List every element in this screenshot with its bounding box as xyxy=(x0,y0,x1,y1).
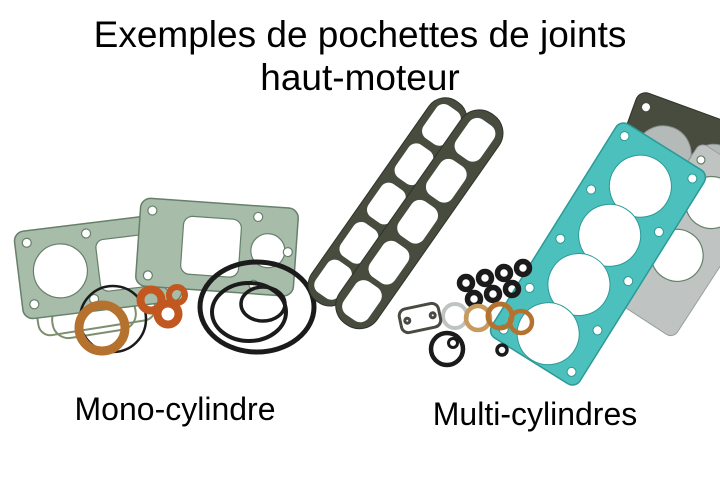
copper-washers xyxy=(441,301,535,336)
bore-hole xyxy=(32,243,89,299)
mono-head-gasket-right xyxy=(135,197,299,297)
bolt-hole xyxy=(282,246,293,258)
bolt-hole xyxy=(586,184,597,195)
gasket-outline xyxy=(397,301,443,335)
bolt-hole xyxy=(623,276,634,287)
bolt-hole xyxy=(653,226,664,237)
valve-stem-seals xyxy=(456,258,533,309)
gasket-slot xyxy=(425,158,467,203)
gasket-slot xyxy=(368,240,410,285)
valve-stem-seal xyxy=(483,284,503,304)
valve-cover-gasket-back xyxy=(307,97,468,307)
bolt-hole xyxy=(147,205,158,216)
metal-washer xyxy=(441,302,469,330)
tiny-black-oring xyxy=(495,343,509,357)
valve-stem-seal xyxy=(475,268,495,288)
bolt-hole xyxy=(642,103,651,112)
copper-exhaust-ring xyxy=(74,300,130,356)
gasket-slot xyxy=(397,199,439,244)
mono-gasket-set xyxy=(13,197,317,356)
bolt-hole xyxy=(592,325,603,336)
valve-stem-seal xyxy=(502,279,522,299)
small-black-oring xyxy=(428,330,466,368)
gasket-slot xyxy=(454,117,496,162)
orange-rubber-seal xyxy=(153,299,183,329)
large-black-oring xyxy=(197,259,317,355)
bolt-hole xyxy=(619,131,630,142)
multi-gasket-set xyxy=(307,92,720,386)
valve-cover-gasket-front xyxy=(335,109,504,330)
title-line-1: Exemples de pochettes de joints xyxy=(93,14,627,55)
bolt-hole xyxy=(687,173,698,184)
valve-stem-seal xyxy=(464,289,484,309)
bolt-hole xyxy=(80,228,92,239)
bolt-hole xyxy=(555,233,566,244)
orange-rubber-seal xyxy=(136,285,166,315)
bolt-hole xyxy=(696,155,706,165)
valve-stem-seal xyxy=(494,263,514,283)
label-mono-cylindre: Mono-cylindre xyxy=(74,391,276,427)
bolt-hole xyxy=(29,299,40,310)
large-orings xyxy=(197,259,317,355)
page-title: Exemples de pochettes de joints haut-mot… xyxy=(0,14,720,99)
bolt-hole xyxy=(142,270,153,281)
orange-rubber-seal xyxy=(166,284,188,306)
small-black-oring xyxy=(239,285,287,323)
tiny-black-oring xyxy=(447,337,459,349)
bolt-hole xyxy=(253,211,264,223)
bolt-hole xyxy=(403,316,412,325)
title-line-2: haut-moteur xyxy=(260,56,460,98)
valve-cover-gaskets xyxy=(307,97,504,330)
valve-stem-seal xyxy=(456,273,476,293)
bolt-hole xyxy=(428,311,437,320)
gasket-slot xyxy=(342,280,382,323)
label-multi-cylindres: Multi-cylindres xyxy=(432,396,638,432)
copper-washer xyxy=(507,308,535,336)
bolt-hole xyxy=(524,282,535,293)
medium-black-oring xyxy=(210,281,288,343)
bolt-hole xyxy=(21,237,32,248)
bore-hole xyxy=(180,215,242,278)
valve-stem-seal xyxy=(513,258,533,278)
small-gasket-outline xyxy=(397,301,443,335)
bolt-hole xyxy=(566,366,577,377)
teal-head-gasket xyxy=(489,122,707,386)
